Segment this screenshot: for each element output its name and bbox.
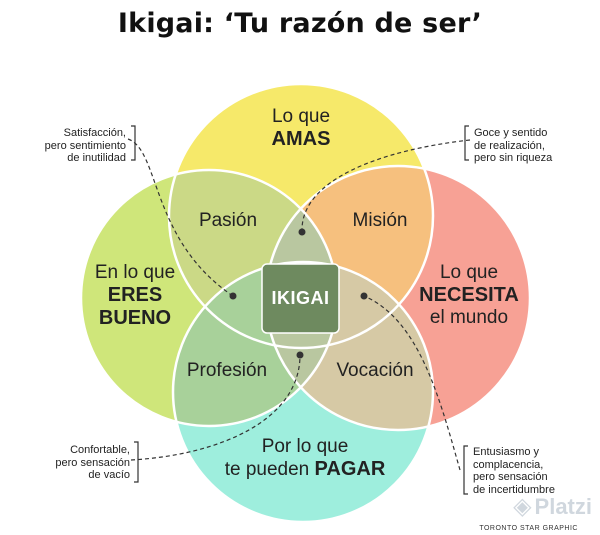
note-top-right: Goce y sentido de realización, pero sin …: [474, 127, 553, 165]
label-vocation: Vocación: [336, 360, 414, 381]
label-mission: Misión: [352, 210, 408, 231]
credit-line: TORONTO STAR GRAPHIC: [479, 525, 578, 532]
note-bottom-right: Entusiasmo y complacencia, pero sensació…: [473, 446, 555, 496]
note-top-left: Satisfacción, pero sentimiento de inutil…: [44, 127, 126, 165]
connector-lines: [127, 138, 471, 471]
intersection-passion: [169, 170, 337, 348]
platzi-watermark: ◈Platzi: [513, 493, 592, 520]
label-love: Lo que AMAS: [271, 106, 331, 150]
label-need: Lo que NECESITA el mundo: [419, 262, 519, 328]
label-paid: Por lo que te pueden PAGAR: [224, 436, 386, 480]
connector-dots: [229, 228, 368, 359]
label-good: En lo que ERES BUENO: [94, 262, 176, 329]
note-bottom-left: Confortable, pero sensación de vacío: [55, 444, 130, 482]
platzi-logo-icon: ◈: [513, 493, 532, 520]
ikigai-box: [261, 263, 340, 334]
label-passion: Pasión: [198, 210, 258, 231]
label-profession: Profesión: [186, 360, 268, 381]
label-ikigai: IKIGAI: [271, 288, 330, 308]
intersection-mission: [266, 166, 433, 348]
page-title: Ikigai: ‘Tu razón de ser’: [117, 8, 483, 39]
note-brackets: [131, 125, 469, 495]
